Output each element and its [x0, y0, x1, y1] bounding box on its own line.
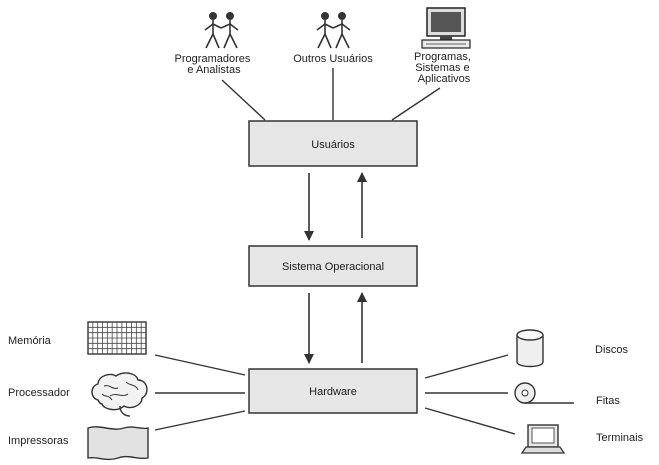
disks-label: Discos [595, 344, 629, 356]
terminal-icon [520, 424, 566, 454]
connector-terminals [424, 407, 516, 435]
printers-label: Impressoras [8, 435, 69, 447]
actor-label-outros-usuarios: Outros Usuários [293, 53, 373, 65]
disk-cylinder-icon [516, 329, 544, 368]
os-layer-box: Sistema Operacional [248, 245, 418, 287]
paper-icon [87, 426, 149, 461]
memory-grid-icon [87, 321, 147, 355]
tapes-label: Fitas [596, 395, 620, 407]
actor-label-programadores: Programadores e Analistas [175, 53, 254, 76]
people-icon [316, 11, 351, 49]
connector-programadores [221, 79, 266, 121]
hardware-layer-label: Hardware [309, 386, 357, 398]
memory-label: Memória [8, 335, 52, 347]
connector-printers [154, 410, 246, 431]
tape-reel-icon [514, 382, 574, 404]
actor-label-programas: Programas, Sistemas e Aplicativos [414, 51, 474, 85]
terminals-label: Terminais [596, 432, 644, 444]
users-layer-box: Usuários [248, 120, 418, 167]
people-icon [204, 11, 239, 49]
connector-programas [391, 87, 441, 121]
actor-connectors [221, 68, 441, 121]
processor-label: Processador [8, 387, 70, 399]
right-connectors [424, 354, 516, 435]
hardware-layer-box: Hardware [248, 368, 418, 414]
brain-icon [91, 372, 148, 417]
users-layer-label: Usuários [311, 139, 355, 151]
os-layer-label: Sistema Operacional [282, 261, 384, 273]
computer-icon [421, 7, 471, 49]
left-connectors [154, 354, 246, 431]
connector-memory [154, 354, 246, 376]
connector-disks [424, 354, 509, 379]
